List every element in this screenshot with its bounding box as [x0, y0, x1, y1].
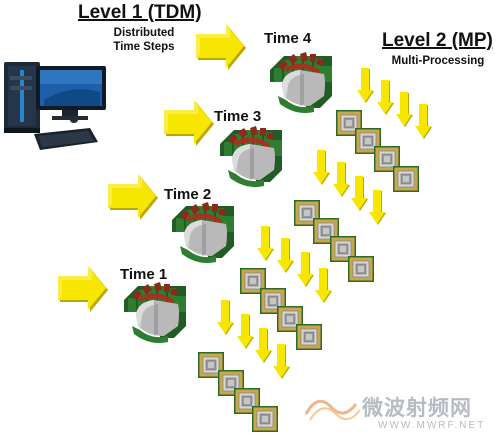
time-arrow-4	[196, 24, 246, 70]
watermark-logo	[304, 399, 361, 421]
time-arrow-2	[108, 174, 158, 220]
watermark-url: WWW.MWRF.NET	[378, 420, 486, 431]
motor-model-time-4	[270, 52, 332, 113]
computer-icon	[4, 62, 106, 150]
watermark-text: 微波射频网	[362, 397, 472, 420]
time-arrow-3	[164, 100, 214, 146]
level1-title: Level 1 (TDM)	[78, 2, 202, 23]
time-label-4: Time 4	[264, 30, 312, 47]
level2-subtitle: Multi-Processing	[391, 55, 485, 67]
processor-group-time-4	[335, 68, 432, 193]
motor-model-time-3	[220, 126, 282, 187]
level1-subtitle: Distributed Time Steps	[102, 26, 186, 54]
processor-group-time-2	[239, 226, 332, 351]
time-label-1: Time 1	[120, 266, 168, 283]
motor-model-time-2	[172, 202, 234, 263]
level2-title: Level 2 (MP)	[382, 30, 493, 51]
level1-subtitle-line1: Distributed	[113, 27, 175, 39]
processor-group-time-1	[197, 300, 290, 433]
motor-model-time-1	[124, 282, 186, 343]
level1-subtitle-line2: Time Steps	[113, 41, 175, 53]
time-arrow-1	[58, 266, 108, 312]
time-label-3: Time 3	[214, 108, 262, 125]
time-label-2: Time 2	[164, 186, 212, 203]
